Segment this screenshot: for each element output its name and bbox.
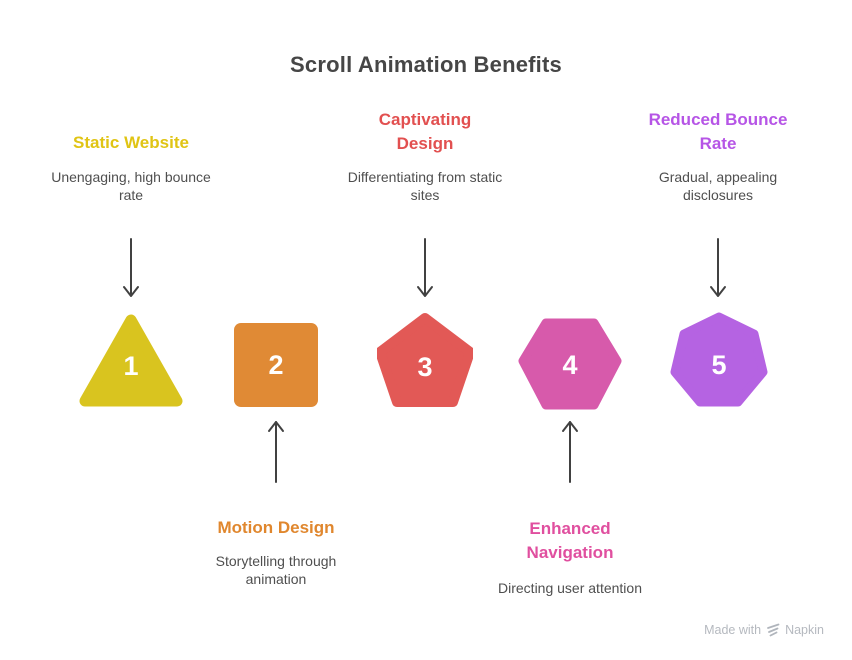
step-5-shape-heptagon: 5 bbox=[668, 311, 770, 409]
step-1-shape-triangle: 1 bbox=[78, 312, 184, 408]
up-arrow-icon bbox=[268, 421, 284, 483]
watermark-prefix: Made with bbox=[704, 623, 762, 637]
step-4-shape-hexagon: 4 bbox=[518, 318, 622, 410]
step-2-description: Storytelling through animation bbox=[215, 553, 337, 587]
hexagon-shape bbox=[518, 318, 622, 410]
step-4-description: Directing user attention bbox=[498, 580, 642, 596]
step-3-shape-pentagon: 3 bbox=[377, 311, 473, 409]
watermark-brand: Napkin bbox=[785, 623, 824, 637]
step-3-description: Differentiating from static sites bbox=[347, 169, 503, 203]
heptagon-shape bbox=[670, 312, 768, 407]
triangle-shape bbox=[79, 314, 183, 407]
step-4-number: 4 bbox=[562, 350, 578, 380]
step-1-label: Static Website bbox=[73, 133, 189, 152]
napkin-logo-icon bbox=[767, 623, 780, 637]
step-2-label: Motion Design bbox=[217, 518, 335, 537]
watermark: Made with Napkin bbox=[704, 623, 824, 637]
step-3-number: 3 bbox=[417, 352, 433, 382]
step-5-label: Reduced Bounce Rate bbox=[648, 110, 788, 153]
diagram-title: Scroll Animation Benefits bbox=[290, 52, 562, 77]
step-1-description: Unengaging, high bounce rate bbox=[51, 169, 211, 203]
step-5-description: Gradual, appealing disclosures bbox=[658, 169, 778, 203]
step-2-shape-square: 2 bbox=[233, 322, 319, 408]
square-shape bbox=[234, 323, 318, 407]
step-1-number: 1 bbox=[123, 351, 139, 381]
down-arrow-icon bbox=[710, 238, 726, 297]
up-arrow-icon bbox=[562, 421, 578, 483]
step-2-number: 2 bbox=[268, 350, 284, 380]
pentagon-shape bbox=[377, 313, 473, 407]
step-4-label: Enhanced Navigation bbox=[526, 519, 614, 562]
step-5-number: 5 bbox=[711, 350, 727, 380]
step-3-label: Captivating Design bbox=[378, 110, 472, 153]
down-arrow-icon bbox=[417, 238, 433, 297]
down-arrow-icon bbox=[123, 238, 139, 297]
